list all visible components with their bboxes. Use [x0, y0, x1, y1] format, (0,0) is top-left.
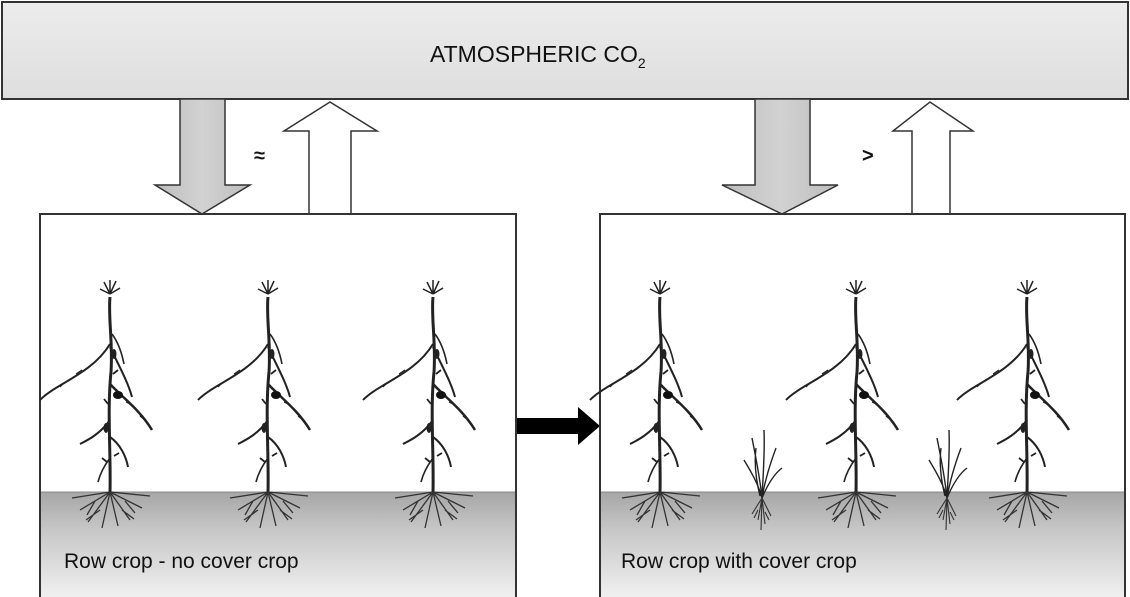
up-arrow-icon	[890, 101, 976, 215]
right-arrow-icon	[517, 407, 600, 445]
right-relation-symbol: >	[862, 145, 874, 167]
down-arrow-icon	[721, 98, 839, 215]
banner-title-main: ATMOSPHERIC CO	[430, 41, 638, 67]
left-soil	[41, 492, 515, 597]
banner-title-subscript: 2	[638, 55, 646, 71]
atmosphere-banner: ATMOSPHERIC CO2	[1, 1, 1129, 100]
left-relation-symbol: ≈	[254, 145, 265, 167]
left-panel-label: Row crop - no cover crop	[64, 550, 299, 573]
left-panel: Row crop - no cover crop	[38, 213, 517, 597]
right-panel-label: Row crop with cover crop	[621, 550, 857, 573]
right-soil	[601, 492, 1124, 597]
banner-title: ATMOSPHERIC CO2	[430, 41, 646, 71]
right-flux-arrows: >	[721, 98, 976, 215]
down-arrow-icon	[152, 98, 253, 215]
up-arrow-icon	[281, 101, 380, 215]
left-flux-arrows: ≈	[152, 98, 380, 215]
right-panel: Row crop with cover crop	[588, 213, 1126, 597]
